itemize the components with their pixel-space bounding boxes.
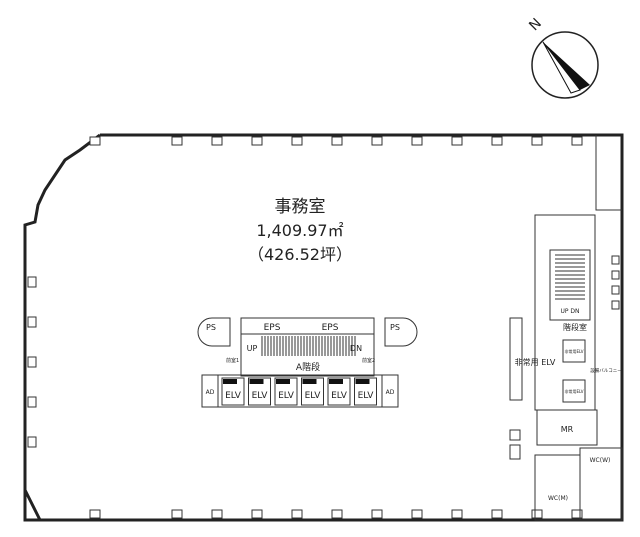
column xyxy=(491,509,503,519)
anteroom-1-label: 前室1 xyxy=(226,357,239,364)
stair-up-label: UP xyxy=(247,344,258,353)
elevator-door xyxy=(249,379,264,384)
elevator-label: ELV xyxy=(305,391,322,401)
stair-room-label: 階段室 xyxy=(563,322,587,332)
office-name: 事務室 xyxy=(275,197,326,217)
column xyxy=(411,136,423,146)
elevator-shaft xyxy=(327,377,351,406)
column xyxy=(251,136,263,146)
column xyxy=(491,136,503,146)
column xyxy=(371,136,383,146)
elevator-label: ELV xyxy=(331,391,348,401)
elevator-shaft xyxy=(274,377,298,406)
elevator-door xyxy=(355,379,370,384)
elevator-shaft xyxy=(221,377,245,406)
column xyxy=(531,509,543,519)
anteroom-2-label: 前室2 xyxy=(362,357,375,364)
stair-a-label: A階段 xyxy=(296,361,320,373)
column xyxy=(531,136,543,146)
elevator-door xyxy=(276,379,290,384)
column xyxy=(611,285,620,295)
elevator-door xyxy=(302,379,317,384)
column xyxy=(331,136,343,146)
column xyxy=(171,136,183,146)
office-area-m2: 1,409.97㎡ xyxy=(256,221,343,240)
mr-label: MR xyxy=(561,425,574,434)
column xyxy=(27,276,37,288)
outer-wall xyxy=(23,133,624,522)
stair-dn-label: DN xyxy=(350,344,362,353)
column xyxy=(451,136,463,146)
ad-right-label: AD xyxy=(386,389,395,396)
elevator-door xyxy=(223,379,237,384)
column xyxy=(291,509,303,519)
column xyxy=(27,316,37,328)
ad-left-label: AD xyxy=(206,389,215,396)
emergency-elv-label: 非常用 ELV xyxy=(515,357,556,367)
elevator-door xyxy=(329,379,343,384)
column xyxy=(27,356,37,368)
column xyxy=(89,509,101,519)
equipment-balcony-label: 設備バルコニー xyxy=(590,367,622,374)
eps-left-label: EPS xyxy=(264,323,281,333)
emergency-elv-car-2: 非常用ELV xyxy=(564,388,583,394)
stair-treads xyxy=(261,336,356,356)
column xyxy=(211,509,223,519)
elevator-label: ELV xyxy=(225,391,242,401)
column xyxy=(211,136,223,146)
elevator-label: ELV xyxy=(252,391,269,401)
column xyxy=(571,136,583,146)
ps-left-label: PS xyxy=(206,323,216,332)
office-area-tsubo: （426.52坪） xyxy=(248,245,352,264)
column xyxy=(611,255,620,265)
east-core: UP DN 階段室 非常用 ELV 非常用ELV 非常用ELV 設備バルコニー … xyxy=(509,214,623,521)
wc-w-label: WC(W) xyxy=(590,457,611,464)
north-label: N xyxy=(526,15,545,34)
column xyxy=(27,396,37,408)
column xyxy=(411,509,423,519)
elevator-label: ELV xyxy=(358,391,375,401)
central-core: EPS EPS UP DN A階段 PS PS 前室1 前室2 AD AD EL… xyxy=(197,317,418,408)
ps-right-label: PS xyxy=(390,323,400,332)
column xyxy=(371,509,383,519)
elevator-shaft xyxy=(354,377,377,406)
wc-m-label: WC(M) xyxy=(548,495,568,502)
column xyxy=(451,509,463,519)
column xyxy=(611,300,620,310)
column xyxy=(291,136,303,146)
column xyxy=(571,509,583,519)
elevator-shaft xyxy=(248,377,271,406)
elevator-label: ELV xyxy=(278,391,295,401)
emergency-elv-car-1: 非常用ELV xyxy=(564,348,583,354)
column xyxy=(171,509,183,519)
elevator-shaft xyxy=(301,377,324,406)
column xyxy=(27,436,37,448)
column xyxy=(89,136,101,146)
column xyxy=(611,270,620,280)
north-arrow-icon: N xyxy=(526,15,599,99)
eps-right-label: EPS xyxy=(322,323,339,333)
columns xyxy=(27,136,620,519)
east-stair-up-dn: UP DN xyxy=(560,308,579,315)
column xyxy=(251,509,263,519)
column xyxy=(331,509,343,519)
